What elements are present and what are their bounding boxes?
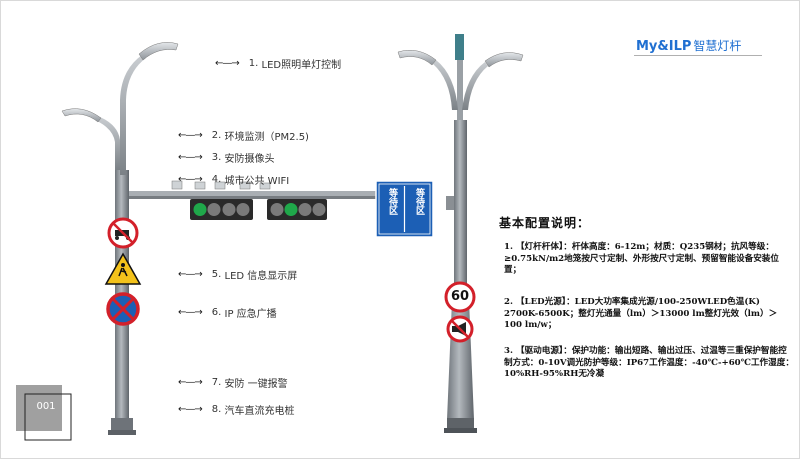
brand-latin: My&ILP <box>636 39 692 54</box>
feature-label-3: ←—→ 3. 安防摄像头 <box>178 150 275 165</box>
feature-label-6: ←—→ 6. IP 应急广播 <box>178 305 277 320</box>
feature-label-text: LED照明单灯控制 <box>261 60 342 71</box>
guide-sign-text-right: 等待区 <box>414 188 424 215</box>
feature-label-text: LED 信息显示屏 <box>224 271 298 282</box>
traffic-signal-left <box>190 199 253 220</box>
feature-label-text: 环境监测（PM2.5) <box>224 132 309 143</box>
double-arrow-icon: ←—→ <box>178 152 203 163</box>
feature-label-5: ←—→ 5. LED 信息显示屏 <box>178 267 297 282</box>
guide-sign-text-left: 等待区 <box>387 188 397 215</box>
double-arrow-icon: ←—→ <box>215 58 240 69</box>
page-number: 001 <box>36 400 56 412</box>
config-title: 基本配置说明： <box>499 216 591 230</box>
feature-label-text: 城市公共 WIFI <box>224 176 290 187</box>
double-arrow-icon: ←—→ <box>178 404 203 415</box>
feature-label-num: 2. <box>211 130 222 141</box>
double-arrow-icon: ←—→ <box>178 269 203 280</box>
double-arrow-icon: ←—→ <box>178 377 203 388</box>
brand-divider <box>634 55 762 56</box>
feature-label-num: 6. <box>211 307 222 318</box>
no-parking-sign <box>106 292 140 326</box>
feature-label-text: 汽车直流充电桩 <box>224 406 295 417</box>
feature-label-num: 7. <box>211 377 222 388</box>
feature-label-num: 3. <box>211 152 222 163</box>
speed-limit-sign <box>444 281 476 313</box>
traffic-signal-right <box>267 199 327 220</box>
double-arrow-icon: ←—→ <box>178 130 203 141</box>
feature-label-num: 4. <box>211 174 222 185</box>
double-arrow-icon: ←—→ <box>178 307 203 318</box>
feature-label-text: 安防摄像头 <box>224 154 275 165</box>
feature-label-num: 5. <box>211 269 222 280</box>
double-arrow-icon: ←—→ <box>178 174 203 185</box>
feature-label-num: 1. <box>248 58 259 69</box>
config-paragraph-pole: 1. 【灯杆杆体】：杆体高度：6-12m；材质：Q235钢材；抗风等级：≥0.7… <box>504 242 779 275</box>
no-tricycle-sign <box>107 217 139 249</box>
feature-label-num: 8. <box>211 404 222 415</box>
pedestrian-warning-sign <box>104 252 142 285</box>
config-paragraph-driver: 3. 【驱动电源】：保护功能：输出短路、输出过压、过温等三重保护智能控制方式：0… <box>504 346 794 379</box>
guide-sign <box>375 180 434 238</box>
feature-label-7: ←—→ 7. 安防 一键报警 <box>178 375 288 390</box>
no-honking-sign <box>446 315 474 343</box>
page-number-block <box>16 385 72 441</box>
brand-cn: 智慧灯杆 <box>693 39 742 53</box>
feature-label-2: ←—→ 2. 环境监测（PM2.5) <box>178 128 309 143</box>
feature-label-1: ←—→ 1. LED照明单灯控制 <box>215 56 341 71</box>
speed-limit-text: 60 <box>450 289 470 304</box>
config-paragraph-led: 2. 【LED光源】：LED大功率集成光源/100-250WLED色温(K) 2… <box>504 297 778 330</box>
feature-label-text: IP 应急广播 <box>224 309 277 320</box>
feature-label-text: 安防 一键报警 <box>224 379 288 390</box>
feature-label-4: ←—→ 4. 城市公共 WIFI <box>178 172 289 187</box>
feature-label-8: ←—→ 8. 汽车直流充电桩 <box>178 402 295 417</box>
brand-logo: My&ILP 智慧灯杆 <box>636 37 741 54</box>
